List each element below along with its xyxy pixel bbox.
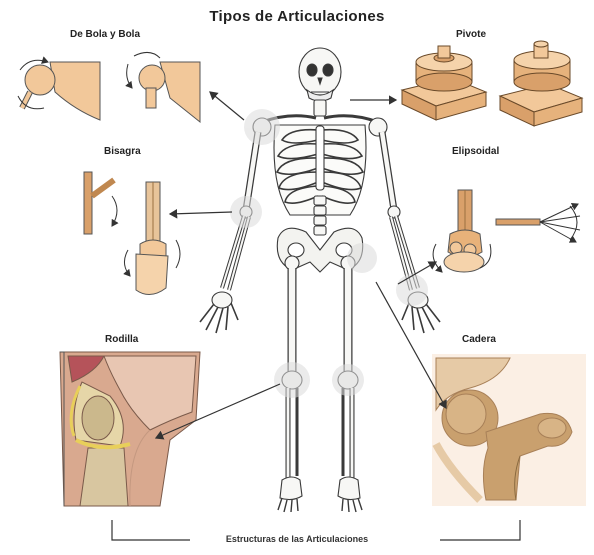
label-hip: Cadera <box>462 334 496 345</box>
diagram-title: Tipos de Articulaciones <box>0 8 594 25</box>
label-ball-socket: De Bola y Bola <box>70 29 140 40</box>
arrow-to-hinge <box>170 212 232 214</box>
label-ellipsoid: Elipsoidal <box>452 146 499 157</box>
label-pivot: Pivote <box>456 29 486 40</box>
label-knee: Rodilla <box>105 334 138 345</box>
label-hinge: Bisagra <box>104 146 141 157</box>
ball-and-socket-illustration <box>18 52 200 122</box>
hinge-illustration <box>84 172 180 295</box>
ellipsoid-illustration <box>433 190 580 272</box>
pivot-illustration <box>402 41 582 126</box>
hip-joint-photo <box>432 354 586 506</box>
knee-cross-section <box>60 352 200 506</box>
arrow-to-ball-socket <box>210 92 244 120</box>
caption: Estructuras de las Articulaciones <box>0 534 594 544</box>
